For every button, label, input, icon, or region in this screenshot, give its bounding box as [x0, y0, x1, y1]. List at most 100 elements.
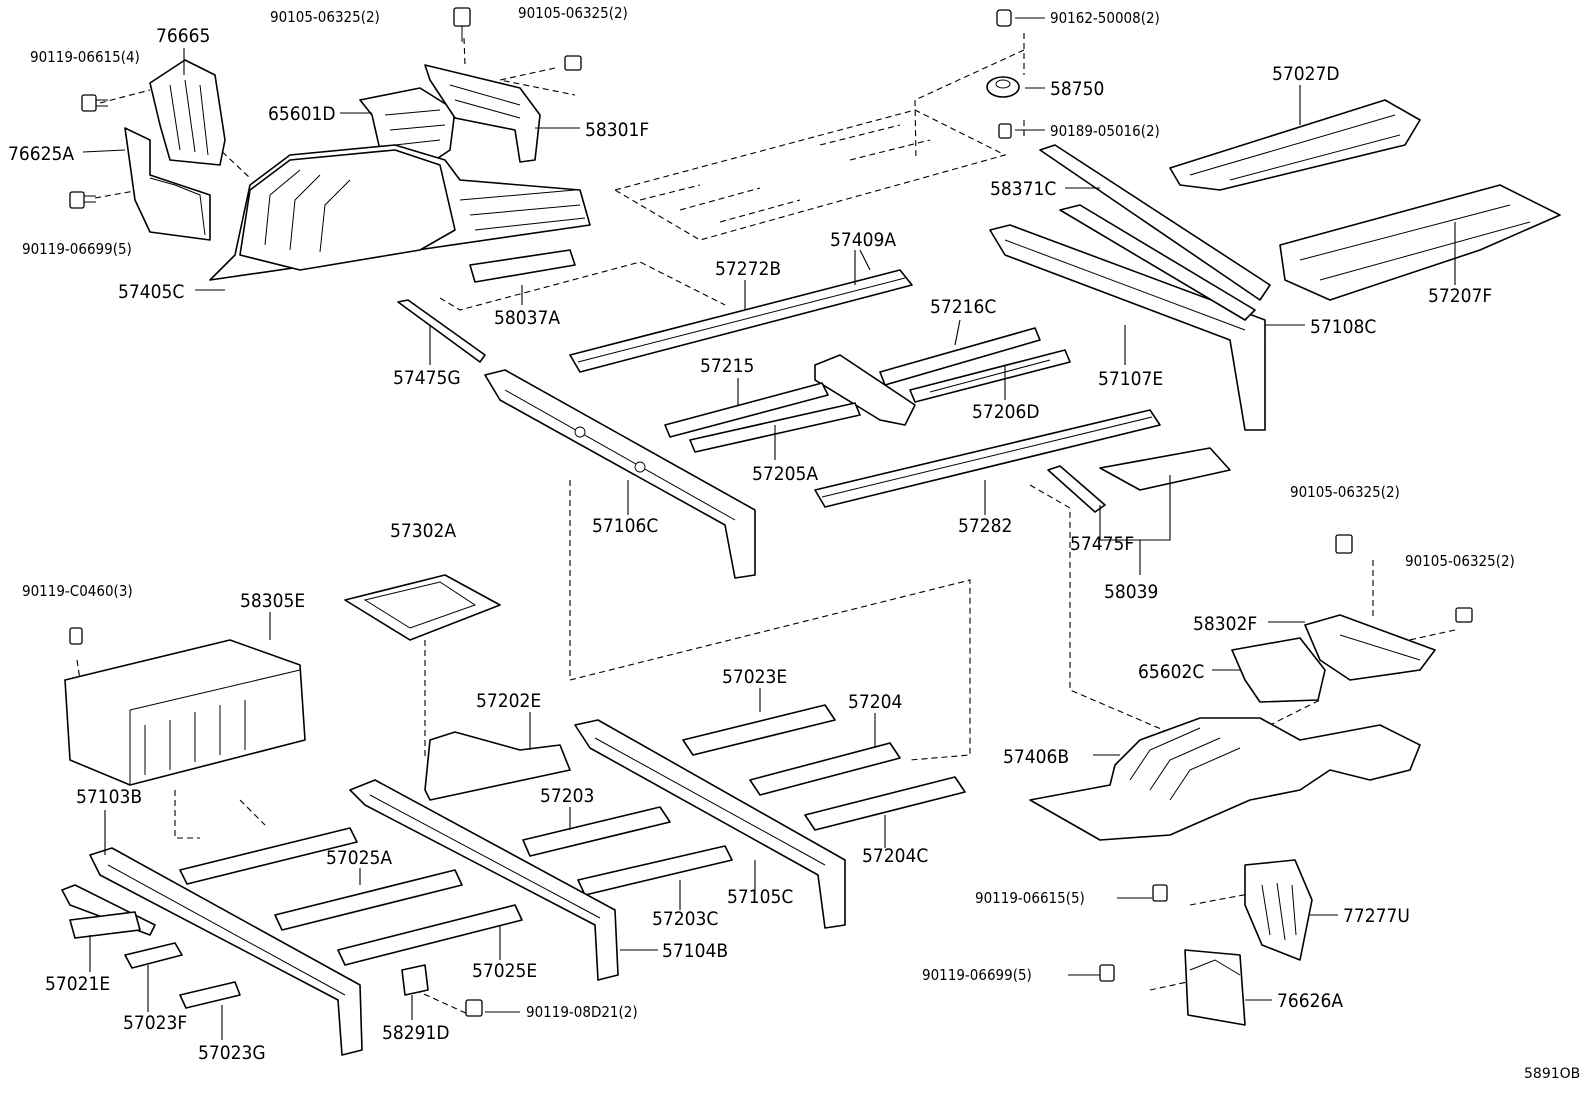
- part-57405C-shape: [209, 144, 591, 281]
- label-57106C: 57106C: [592, 515, 658, 537]
- label-57021E: 57021E: [45, 973, 110, 995]
- label-57207F: 57207F: [1428, 285, 1492, 307]
- part-58302F-shape: [1304, 534, 1473, 681]
- label-57272B: 57272B: [715, 258, 781, 280]
- label-65602C: 65602C: [1138, 661, 1204, 683]
- part-57106C-shape: [484, 369, 756, 579]
- part-57203-shape: [522, 806, 671, 857]
- part-77277U-shape: [1152, 859, 1313, 961]
- label-57475G: 57475G: [393, 367, 461, 389]
- label-57202E: 57202E: [476, 690, 541, 712]
- leader-lines: [82, 17, 1456, 1040]
- label-90105-06325-2c: 90105-06325(2): [1290, 483, 1400, 501]
- part-number-labels: 90119-06615(4) 76665 90105-06325(2) 9010…: [8, 4, 1580, 1082]
- label-76665: 76665: [156, 25, 210, 47]
- label-57205A: 57205A: [752, 463, 818, 485]
- part-57107E-shape: [1059, 204, 1256, 321]
- floor-panel-outline: [613, 109, 1007, 241]
- label-57108C: 57108C: [1310, 316, 1376, 338]
- label-58037A: 58037A: [494, 307, 560, 329]
- label-57203C: 57203C: [652, 908, 718, 930]
- part-57103B-shape: [89, 827, 363, 1056]
- part-76625A-shape: [124, 127, 211, 241]
- part-65602C-shape: [1231, 637, 1326, 703]
- label-77277U: 77277U: [1343, 905, 1410, 927]
- label-57025E: 57025E: [472, 960, 537, 982]
- part-57203C-shape: [577, 845, 733, 896]
- label-57203: 57203: [540, 785, 594, 807]
- label-57216C: 57216C: [930, 296, 996, 318]
- label-58301F: 58301F: [585, 119, 649, 141]
- label-57215: 57215: [700, 355, 754, 377]
- part-57023F-shape: [124, 942, 183, 969]
- part-57282-shape: [814, 409, 1161, 508]
- bolt-group-58301F: [453, 7, 582, 71]
- bolt-group-upper-left: [69, 94, 108, 209]
- label-90119-C0460-3: 90119-C0460(3): [22, 582, 133, 600]
- label-58750: 58750: [1050, 78, 1104, 100]
- label-90105-06325-2d: 90105-06325(2): [1405, 552, 1515, 570]
- part-58037A-shape: [469, 249, 576, 283]
- part-57202E-shape: [424, 731, 571, 801]
- label-57409A: 57409A: [830, 229, 896, 251]
- label-57282: 57282: [958, 515, 1012, 537]
- part-57475G-shape: [397, 299, 486, 363]
- label-57105C: 57105C: [727, 886, 793, 908]
- label-57023F: 57023F: [123, 1012, 187, 1034]
- part-57409A-shape: [814, 354, 916, 426]
- label-58305E: 58305E: [240, 590, 305, 612]
- part-57272B-shape: [569, 269, 913, 373]
- label-65601D: 65601D: [268, 103, 336, 125]
- label-90105-06325-2a: 90105-06325(2): [270, 8, 380, 26]
- label-90105-06325-2b: 90105-06325(2): [518, 4, 628, 22]
- part-57216C-shape: [879, 327, 1041, 386]
- part-57021E-shape: [61, 884, 156, 939]
- label-57406B: 57406B: [1003, 746, 1069, 768]
- label-57204: 57204: [848, 691, 902, 713]
- label-58291D: 58291D: [382, 1022, 450, 1044]
- part-57023E-shape: [682, 704, 836, 756]
- label-90119-06615-5: 90119-06615(5): [975, 889, 1085, 907]
- part-57204C-shape: [804, 776, 966, 831]
- part-57104B-shape: [349, 779, 619, 981]
- label-57405C: 57405C: [118, 281, 184, 303]
- part-58371C-shape: [1039, 144, 1271, 301]
- part-57027D-shape: [1169, 99, 1421, 191]
- label-76626A: 76626A: [1277, 990, 1343, 1012]
- part-57215-shape: [664, 382, 829, 438]
- part-58750-shape: [986, 9, 1020, 139]
- label-90189-05016-2: 90189-05016(2): [1050, 122, 1160, 140]
- part-76626A-shape: [1099, 949, 1246, 1026]
- label-90119-06699-5b: 90119-06699(5): [922, 966, 1032, 984]
- label-58039: 58039: [1104, 581, 1158, 603]
- part-57302A-shape: [344, 574, 501, 641]
- part-57207F-shape: [1279, 184, 1561, 301]
- part-57025E-shape: [337, 904, 523, 966]
- part-58301F-shape: [424, 64, 541, 163]
- label-58302F: 58302F: [1193, 613, 1257, 635]
- label-57302A: 57302A: [390, 520, 456, 542]
- part-57204-shape: [749, 742, 901, 796]
- label-57107E: 57107E: [1098, 368, 1163, 390]
- label-58371C: 58371C: [990, 178, 1056, 200]
- label-57023E: 57023E: [722, 666, 787, 688]
- part-76665-shape: [149, 59, 226, 166]
- part-58039-shape: [1099, 447, 1231, 491]
- label-57023G: 57023G: [198, 1042, 266, 1064]
- part-57108C-shape: [989, 224, 1266, 431]
- label-76625A: 76625A: [8, 143, 74, 165]
- part-57475F-shape: [1047, 465, 1106, 513]
- label-90119-08D21-2: 90119-08D21(2): [526, 1003, 638, 1021]
- label-90162-50008-2: 90162-50008(2): [1050, 9, 1160, 27]
- label-90119-06699-5a: 90119-06699(5): [22, 240, 132, 258]
- part-57206D-shape: [909, 349, 1071, 403]
- reference-code: 5891OB: [1524, 1066, 1580, 1082]
- part-58291D-shape: [401, 964, 483, 1017]
- part-57025A-shape: [274, 869, 463, 931]
- part-57406B-shape: [1029, 717, 1421, 841]
- part-57023G-shape: [179, 981, 241, 1009]
- label-57104B: 57104B: [662, 940, 728, 962]
- label-90119-06615-4: 90119-06615(4): [30, 48, 140, 66]
